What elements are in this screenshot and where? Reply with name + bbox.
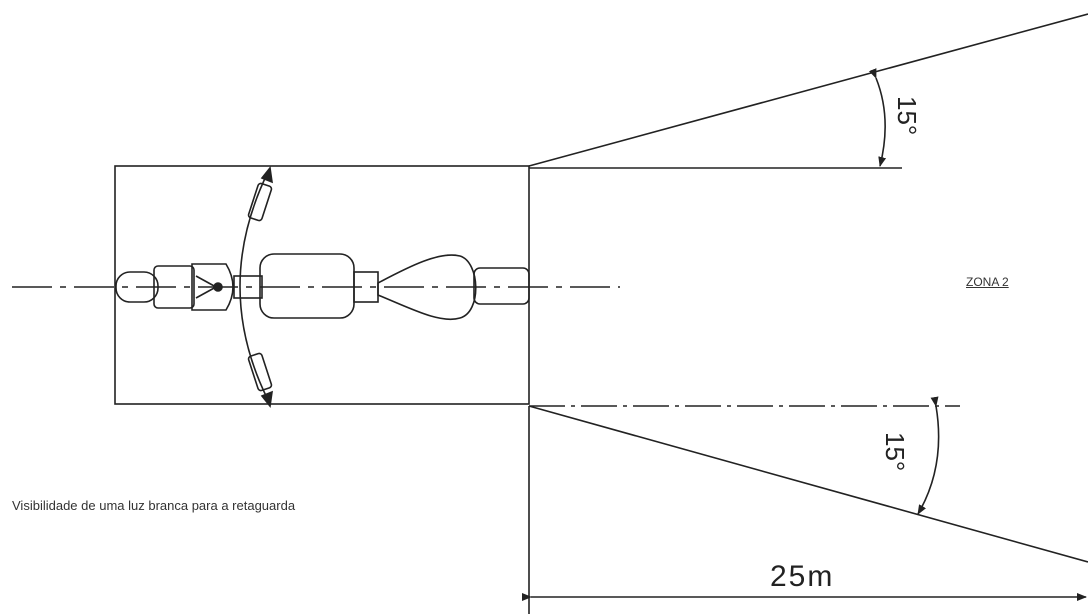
lower-angle-arc — [917, 396, 940, 515]
left-grip — [247, 182, 273, 222]
headlamp-block — [153, 265, 195, 309]
rear-section — [473, 267, 530, 305]
cone-lower-edge — [528, 405, 1088, 563]
right-grip — [247, 352, 273, 392]
seat — [377, 254, 477, 320]
vehicle-outline-box — [114, 165, 530, 405]
upper-angle-arc — [868, 68, 887, 167]
diagram-caption: Visibilidade de uma luz branca para a re… — [12, 498, 296, 513]
rider-helmet — [191, 263, 234, 311]
fuel-tank — [259, 253, 355, 319]
angle-top-label: 15° — [892, 96, 922, 135]
angle-bottom-label: 15° — [880, 432, 910, 471]
zone-label: ZONA 2 — [966, 275, 1009, 289]
distance-label: 25m — [770, 560, 834, 593]
cone-upper-edge — [528, 13, 1088, 167]
handlebar — [239, 171, 269, 401]
front-light — [115, 271, 159, 303]
motorcycle-top-view — [115, 166, 530, 408]
